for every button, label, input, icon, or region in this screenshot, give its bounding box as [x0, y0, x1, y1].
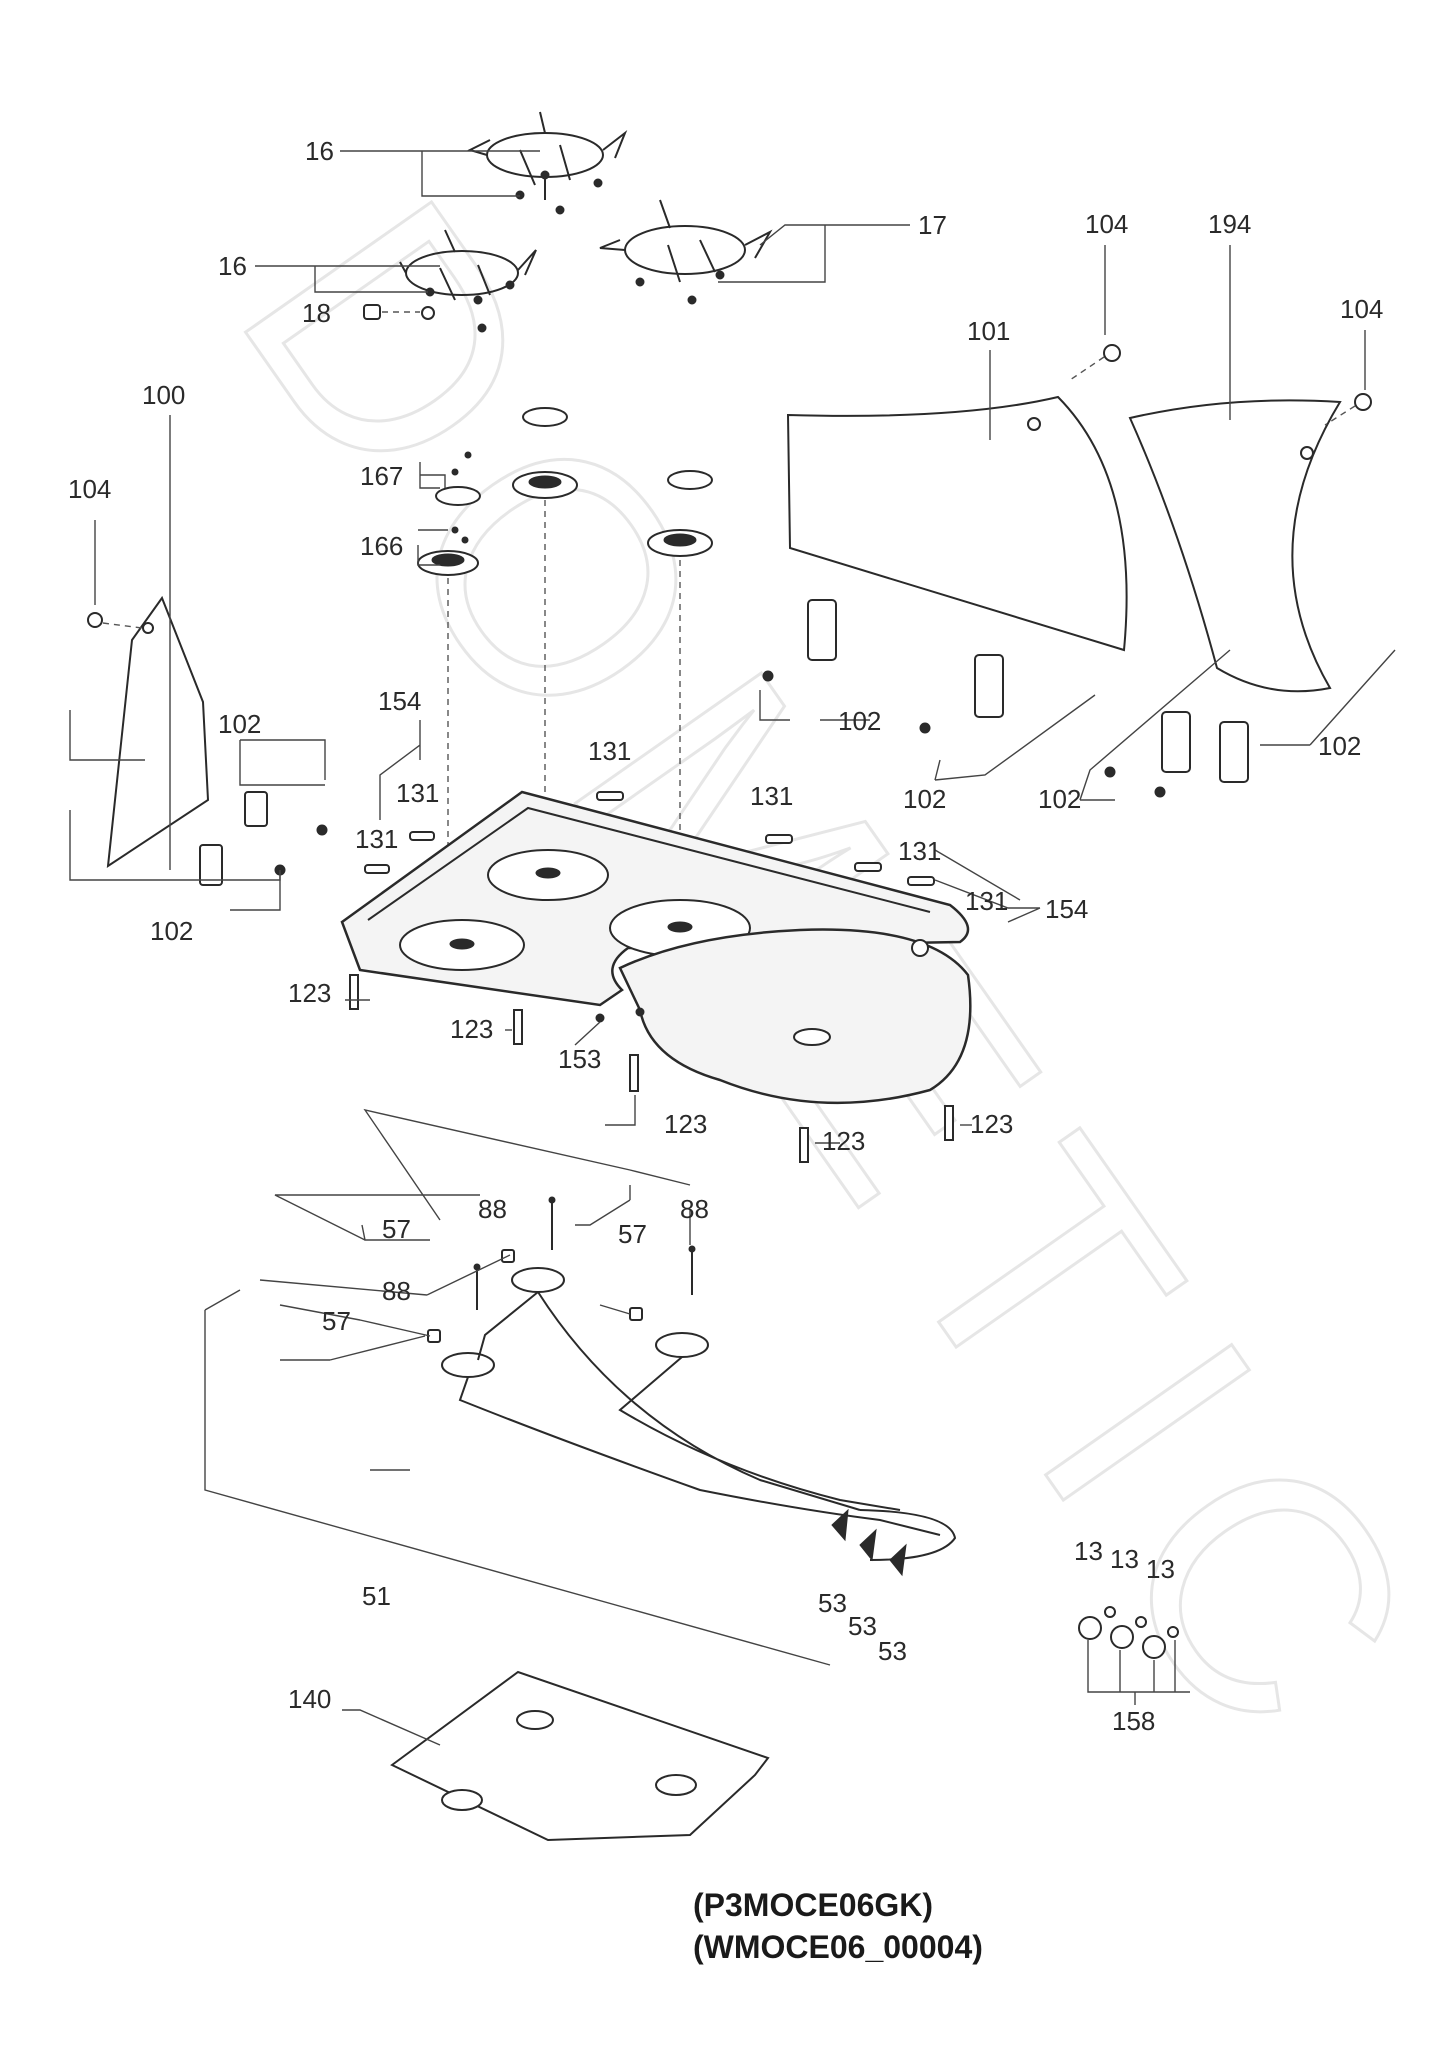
glass-lid-mid — [786, 395, 1128, 652]
label-101: 101 — [967, 316, 1010, 346]
label-104-left: 104 — [68, 474, 111, 504]
label-104-mid: 104 — [1085, 209, 1128, 239]
screw-123-e — [944, 1105, 954, 1141]
screw-123-a — [349, 974, 359, 1010]
hinge-left-lower — [199, 844, 286, 886]
electrodes — [473, 1196, 696, 1310]
glass-lid-left — [106, 595, 210, 869]
control-knobs — [1078, 1606, 1179, 1659]
clip-131-b — [409, 831, 435, 841]
label-123-d: 123 — [822, 1126, 865, 1156]
label-57-a: 57 — [382, 1214, 411, 1244]
gas-valves — [831, 1508, 907, 1577]
bolt-153 — [595, 1007, 645, 1023]
label-53-c: 53 — [878, 1636, 907, 1666]
clip-131-a — [596, 791, 624, 801]
base-plate — [390, 1670, 770, 1842]
label-131-d: 131 — [750, 781, 793, 811]
label-100: 100 — [142, 380, 185, 410]
label-131-f: 131 — [965, 886, 1008, 916]
label-131-a: 131 — [588, 736, 631, 766]
rubber-foot — [363, 304, 435, 320]
label-102-right-b: 102 — [1318, 731, 1361, 761]
screw-123-c — [629, 1054, 639, 1092]
pan-support-right — [599, 199, 773, 305]
label-57-b: 57 — [618, 1219, 647, 1249]
label-131-e: 131 — [898, 836, 941, 866]
sink-basin — [618, 928, 972, 1105]
label-154: 154 — [378, 686, 421, 716]
leader-lines — [69, 150, 1396, 1746]
clip-131-f — [907, 876, 935, 886]
glass-cap-right — [1354, 393, 1372, 411]
burner-caps-right — [647, 470, 713, 557]
label-88-c: 88 — [382, 1276, 411, 1306]
label-131-c: 131 — [355, 824, 398, 854]
burner-caps-mid — [512, 407, 578, 499]
label-53-b: 53 — [848, 1611, 877, 1641]
label-18: 18 — [302, 298, 331, 328]
hinge-mid-a — [762, 599, 837, 682]
pan-support-top — [467, 111, 628, 215]
label-53-a: 53 — [818, 1588, 847, 1618]
label-102-right-a: 102 — [1038, 784, 1081, 814]
label-17: 17 — [918, 210, 947, 240]
label-140: 140 — [288, 1684, 331, 1714]
glass-cap-mid — [1103, 344, 1121, 362]
clip-131-c — [364, 864, 390, 874]
hinge-mid-b — [919, 654, 1004, 734]
label-123-b: 123 — [450, 1014, 493, 1044]
label-102-left: 102 — [218, 709, 261, 739]
label-102-mid-b: 102 — [903, 784, 946, 814]
label-13-b: 13 — [1110, 1544, 1139, 1574]
hinge-right-a — [1104, 711, 1191, 778]
nuts — [427, 1249, 643, 1343]
hinge-right-b — [1154, 721, 1249, 798]
label-158: 158 — [1112, 1706, 1155, 1736]
glass-lid-right — [1128, 399, 1342, 693]
label-123-c: 123 — [664, 1109, 707, 1139]
glass-cap-left — [87, 612, 103, 628]
screw-123-d — [799, 1127, 809, 1163]
label-88-a: 88 — [478, 1194, 507, 1224]
model-code-secondary: (WMOCE06_00004) — [693, 1929, 983, 1965]
clip-131-d — [765, 834, 793, 844]
gas-manifold — [441, 1267, 957, 1561]
label-131-b: 131 — [396, 778, 439, 808]
model-code-block: (P3MOCE06GK) (WMOCE06_00004) — [693, 1884, 983, 1968]
label-154-right: 154 — [1045, 894, 1088, 924]
pan-support-left — [399, 229, 537, 333]
label-51: 51 — [362, 1581, 391, 1611]
screw-123-b — [513, 1009, 523, 1045]
label-13-a: 13 — [1074, 1536, 1103, 1566]
label-104-right: 104 — [1340, 294, 1383, 324]
label-102-left-bottom: 102 — [150, 916, 193, 946]
hinge-left-upper — [244, 791, 328, 836]
label-123-a: 123 — [288, 978, 331, 1008]
label-16-top: 16 — [305, 136, 334, 166]
clip-131-e — [854, 862, 882, 872]
label-102-mid-a: 102 — [838, 706, 881, 736]
label-16-mid: 16 — [218, 251, 247, 281]
label-166: 166 — [360, 531, 403, 561]
label-57-c: 57 — [322, 1306, 351, 1336]
label-123-e: 123 — [970, 1109, 1013, 1139]
label-153: 153 — [558, 1044, 601, 1074]
model-code-primary: (P3MOCE06GK) — [693, 1887, 934, 1923]
label-167: 167 — [360, 461, 403, 491]
label-88-b: 88 — [680, 1194, 709, 1224]
label-13-c: 13 — [1146, 1554, 1175, 1584]
label-194: 194 — [1208, 209, 1251, 239]
burner-caps-left — [417, 451, 481, 576]
